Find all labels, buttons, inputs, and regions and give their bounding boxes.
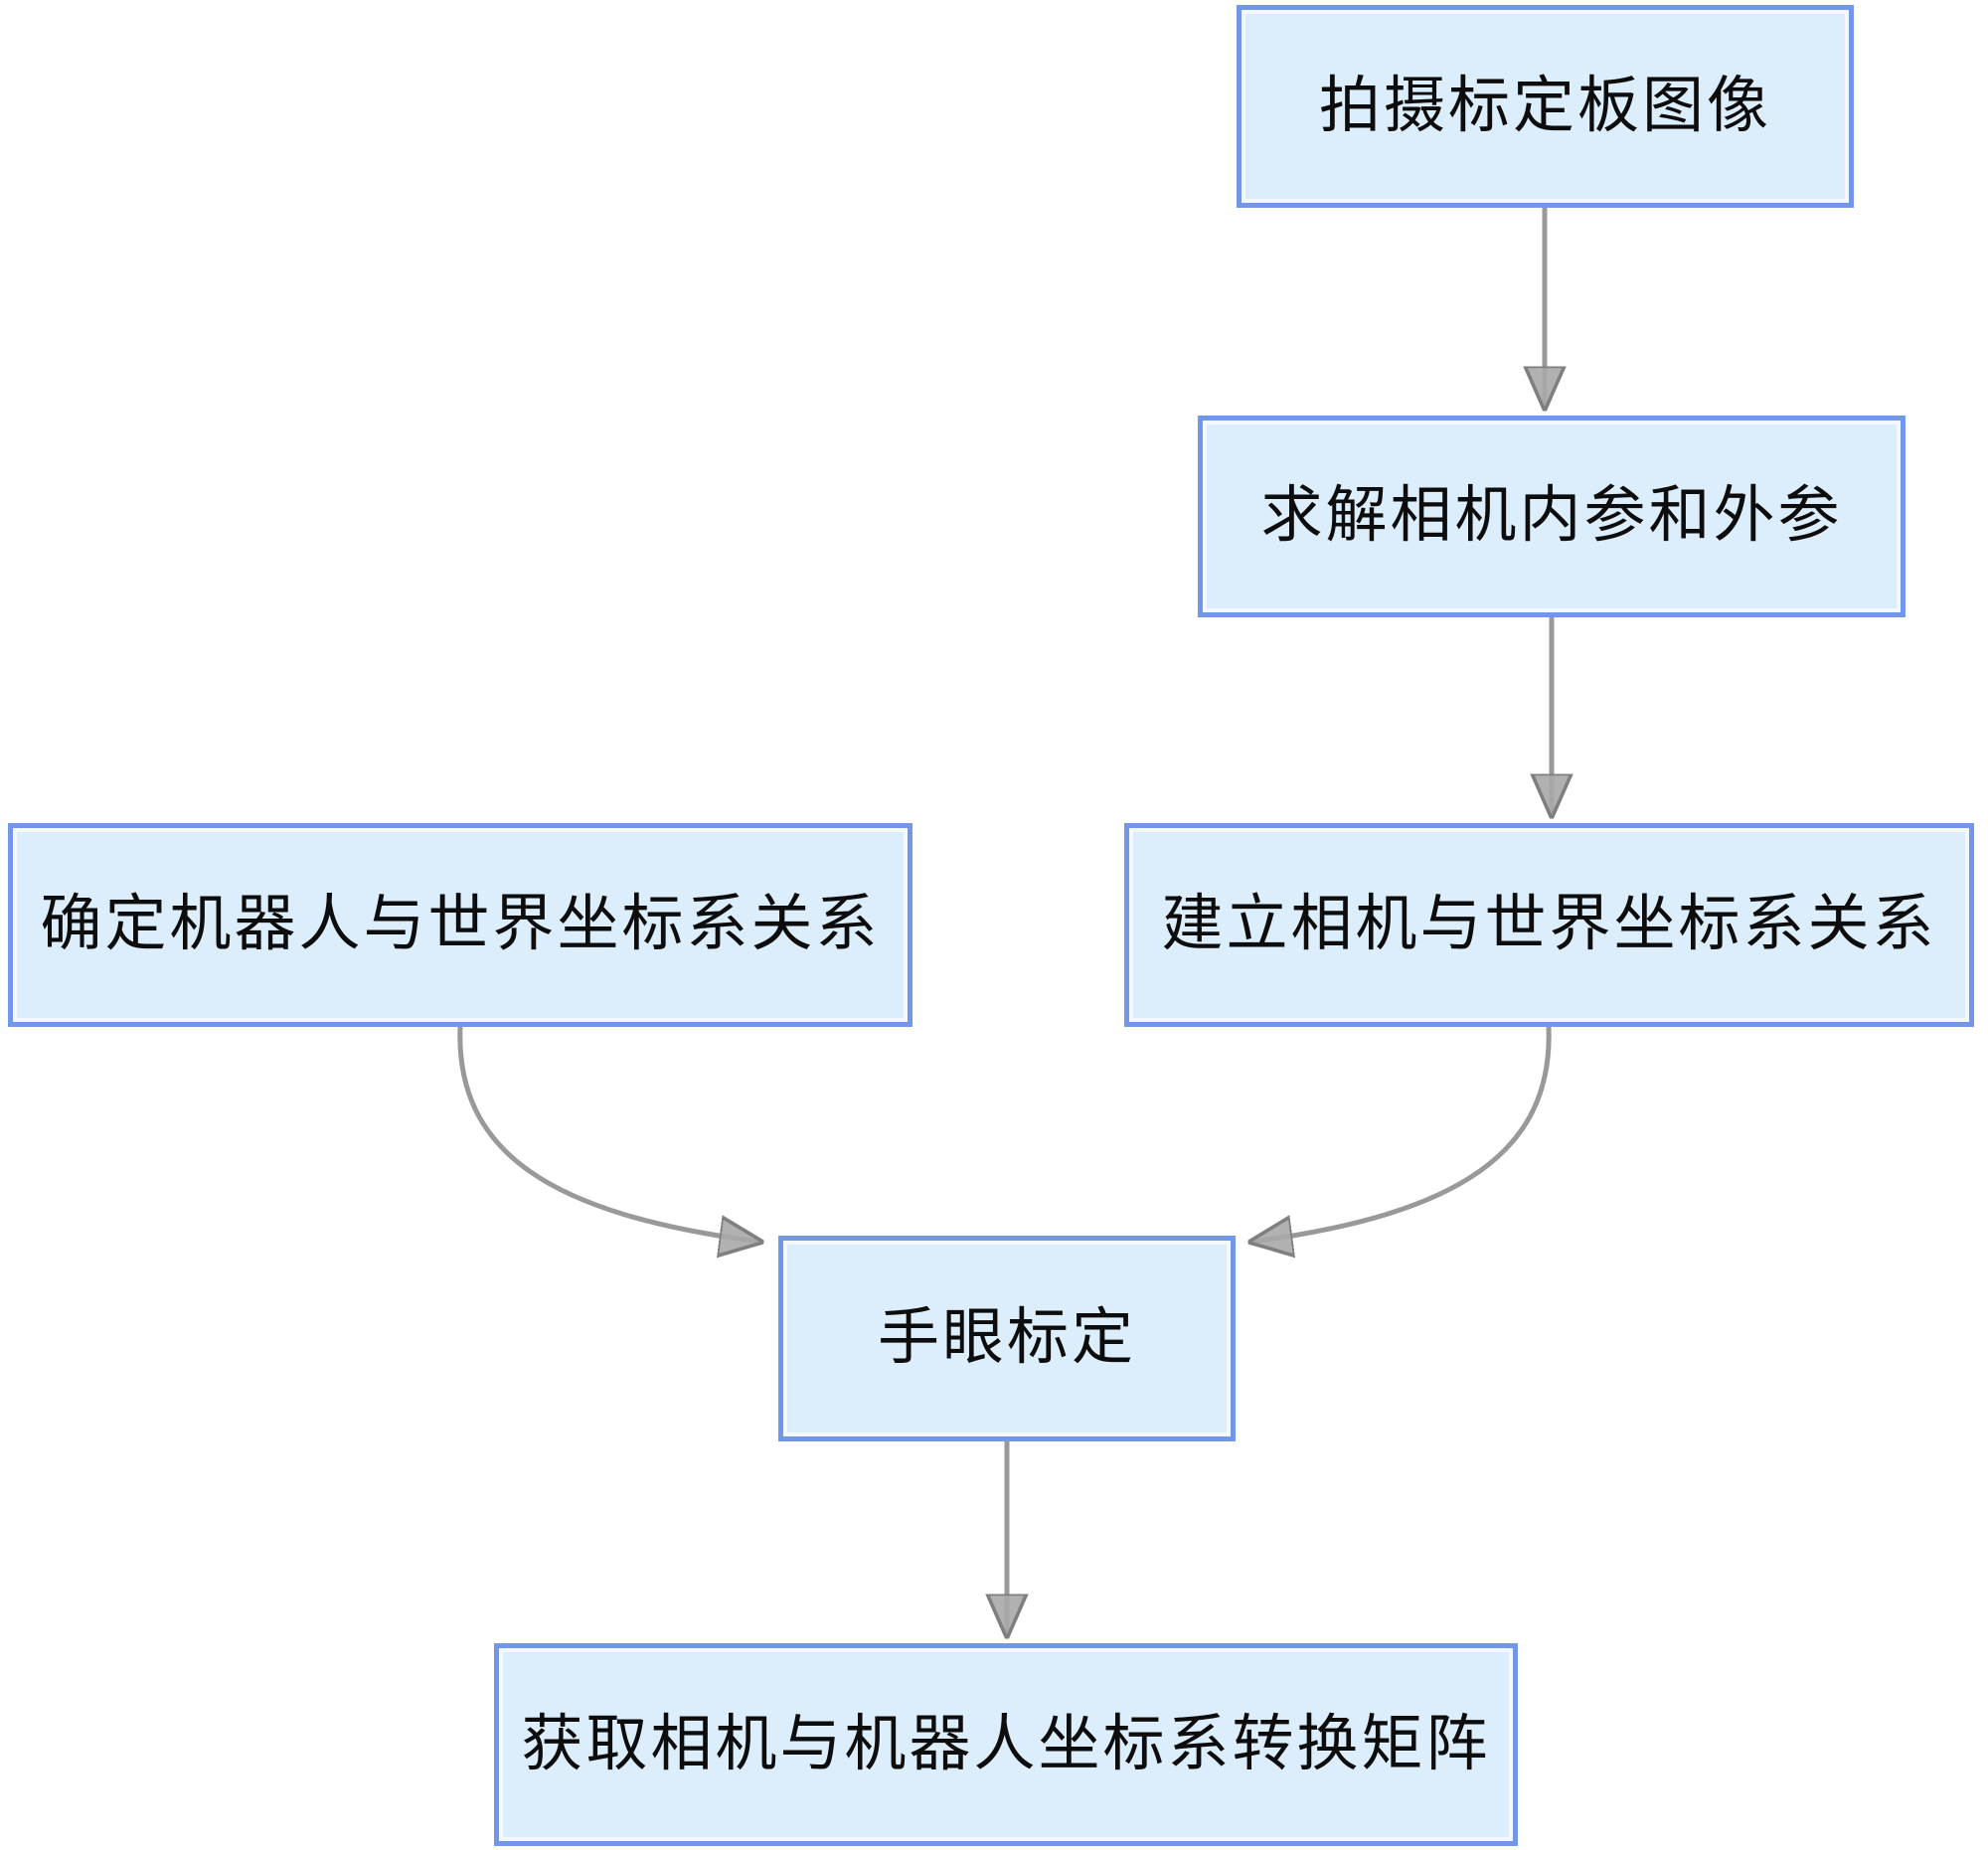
node-label: 建立相机与世界坐标系关系 [1161,891,1937,959]
node-label: 拍摄标定板图像 [1318,72,1771,140]
flowchart-node-camera-world-relation: 建立相机与世界坐标系关系 [1124,823,1974,1027]
flowchart-node-transformation-matrix: 获取相机与机器人坐标系转换矩阵 [494,1643,1518,1846]
node-label: 求解相机内参和外参 [1260,482,1843,551]
flowchart-node-solve-camera-params: 求解相机内参和外参 [1198,416,1905,617]
arrow-robot-world-to-hand-eye [457,1026,759,1242]
node-label: 手眼标定 [877,1304,1136,1373]
flowchart-node-robot-world-relation: 确定机器人与世界坐标系关系 [8,823,912,1027]
flowchart-node-hand-eye-calibration: 手眼标定 [778,1236,1236,1441]
flowchart-node-capture-calibration-image: 拍摄标定板图像 [1237,5,1854,208]
node-label: 获取相机与机器人坐标系转换矩阵 [521,1710,1491,1778]
node-label: 确定机器人与世界坐标系关系 [40,891,881,959]
arrow-camera-world-to-hand-eye [1252,1026,1552,1242]
